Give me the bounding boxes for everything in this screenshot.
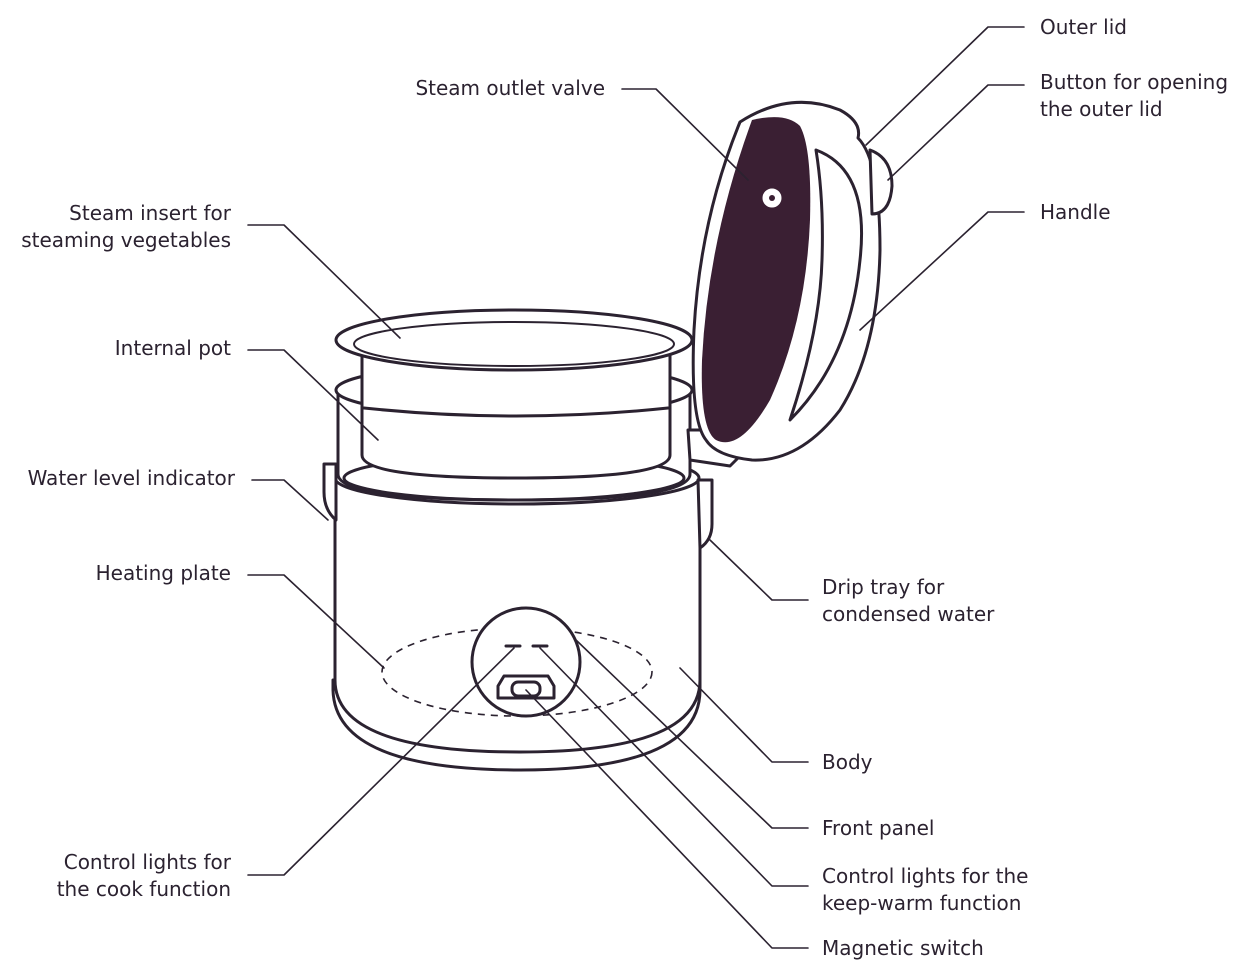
leader-magnetic-switch xyxy=(525,689,809,949)
label-control-lights-cook: Control lights for the cook function xyxy=(56,850,231,901)
leader-drip-tray xyxy=(709,539,809,601)
steam-insert-shape xyxy=(334,308,694,480)
leader-heating-plate xyxy=(247,574,385,669)
leader-lines xyxy=(247,26,1025,949)
leader-control-lights-cook xyxy=(247,647,515,876)
label-steam-outlet-valve: Steam outlet valve xyxy=(415,76,605,100)
front-panel-shape xyxy=(470,606,582,718)
leader-outer-lid xyxy=(865,26,1025,146)
label-heating-plate: Heating plate xyxy=(95,561,231,585)
label-outer-lid: Outer lid xyxy=(1040,15,1127,39)
leader-button-outer-lid xyxy=(887,84,1025,181)
label-handle: Handle xyxy=(1040,200,1111,224)
label-drip-tray: Drip tray for condensed water xyxy=(822,575,995,626)
leader-steam-insert xyxy=(247,224,401,339)
label-front-panel: Front panel xyxy=(822,816,935,840)
leader-control-lights-keep-warm xyxy=(539,647,809,887)
leader-internal-pot xyxy=(247,349,379,441)
label-steam-insert: Steam insert for steaming vegetables xyxy=(21,201,231,252)
drip-tray-shape xyxy=(696,478,714,550)
leader-handle xyxy=(859,211,1025,331)
label-body: Body xyxy=(822,750,873,774)
water-level-indicator-shape xyxy=(322,462,338,522)
leader-front-panel xyxy=(575,639,809,829)
label-control-lights-keep-warm: Control lights for the keep-warm functio… xyxy=(822,864,1029,915)
leader-body xyxy=(679,667,809,763)
label-water-level-indicator: Water level indicator xyxy=(27,466,235,490)
label-magnetic-switch: Magnetic switch xyxy=(822,936,984,960)
leader-steam-outlet-valve xyxy=(621,88,749,181)
lid-shape xyxy=(686,100,894,468)
leader-water-level-indicator xyxy=(251,479,329,521)
label-internal-pot: Internal pot xyxy=(114,336,231,360)
label-button-outer-lid: Button for opening the outer lid xyxy=(1040,70,1229,121)
